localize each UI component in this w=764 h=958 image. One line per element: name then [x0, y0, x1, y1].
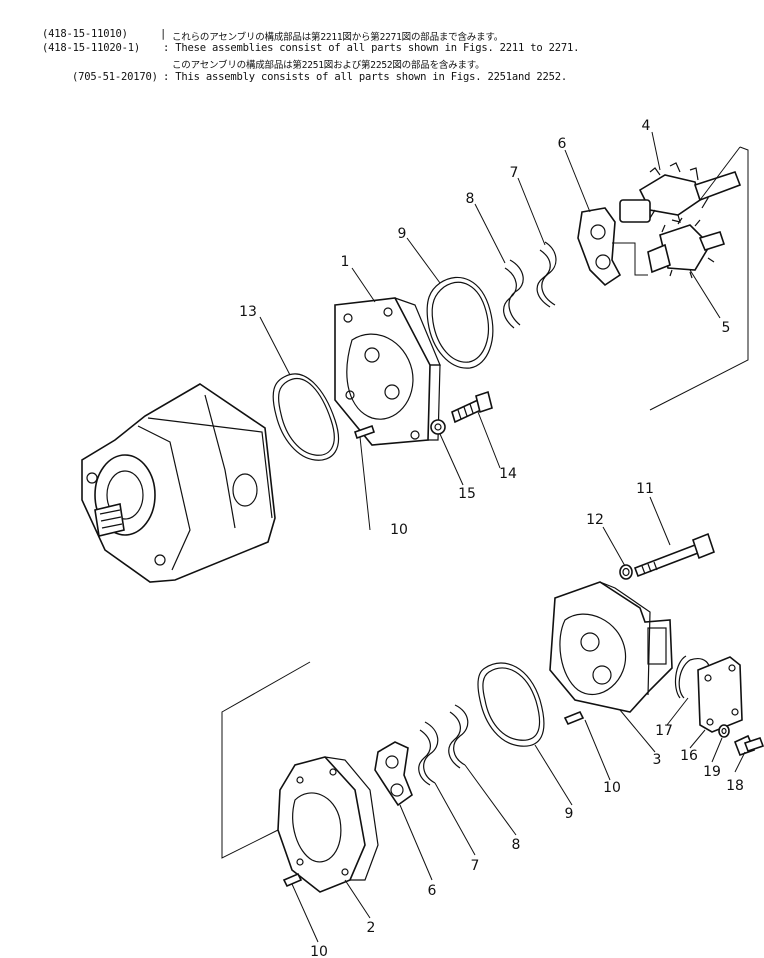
backup-seal-8-upper: [503, 259, 524, 329]
callout-4: 4: [642, 118, 651, 134]
header-en-note-2: : This assembly consists of all parts sh…: [163, 71, 568, 83]
callout-13: 13: [239, 304, 257, 320]
body-plate-2: [277, 756, 379, 893]
bolt-18: [733, 734, 764, 757]
callout-18: 18: [726, 778, 744, 794]
callout-17: 17: [655, 723, 673, 739]
callout-9-lower: 9: [565, 806, 574, 822]
o-ring-9-upper: [426, 276, 494, 369]
header-jp-note-2: このアセンブリの構成部品は第2251図および第2252図の部品を含みます。: [172, 60, 485, 71]
bracket-line-upper: [612, 146, 749, 411]
bolt-14: [451, 390, 493, 424]
callout-19: 19: [703, 764, 721, 780]
callout-8-upper: 8: [466, 191, 475, 207]
pump-body-assembly: [81, 383, 276, 583]
dowel-pin-10-lower-left: [282, 872, 303, 888]
callout-10-lower: 10: [310, 944, 328, 958]
long-bolt-11: [633, 532, 715, 578]
callout-10-upper: 10: [390, 522, 408, 538]
wear-plate-6-lower: [374, 741, 413, 807]
plate-16: [697, 656, 743, 733]
seal-7-lower: [418, 721, 439, 786]
bracket-line-lower: [221, 661, 311, 859]
header-code-3: (705-51-20170): [72, 71, 158, 83]
callout-5: 5: [722, 320, 731, 336]
callout-14: 14: [499, 466, 517, 482]
callout-8-lower: 8: [512, 837, 521, 853]
dowel-pin-10-lower-right: [563, 710, 585, 726]
callout-10-mid: 10: [603, 780, 621, 796]
dowel-pin-10-upper: [353, 424, 376, 440]
callout-9-upper: 9: [398, 226, 407, 242]
callout-numbers: 1 13 9 8 7 6 4 5 14 15 10 11 12 3 10 17 …: [239, 118, 744, 958]
header-code-1: (418-15-11010): [42, 28, 128, 40]
callout-16: 16: [680, 748, 698, 764]
callout-11: 11: [636, 481, 654, 497]
rear-cover-3: [549, 581, 673, 713]
leader-lines: [259, 131, 746, 943]
header-code-2: (418-15-11020-1): [42, 42, 140, 54]
wear-plate-6-upper: [577, 207, 622, 287]
driven-gear-5: [647, 217, 726, 279]
o-ring-9-lower: [477, 662, 545, 747]
header-jp-note-1: これらのアセンブリの構成部品は第2211図から第2271図の部品まで含みます。: [172, 32, 504, 43]
callout-1: 1: [341, 254, 350, 270]
o-ring-13: [272, 373, 340, 461]
callout-6-upper: 6: [558, 136, 567, 152]
backup-seal-8-lower: [448, 704, 469, 769]
cover-plate-1: [334, 297, 441, 446]
seal-7-upper: [536, 241, 557, 308]
callout-6-lower: 6: [428, 883, 437, 899]
drive-gear-4: [619, 162, 742, 223]
callout-15: 15: [458, 486, 476, 502]
callout-7-lower: 7: [471, 858, 480, 874]
callout-3: 3: [653, 752, 662, 768]
washer-15: [430, 419, 446, 435]
header-bracket: |: [160, 28, 167, 40]
washer-12: [619, 564, 633, 580]
callout-2: 2: [367, 920, 376, 936]
washer-19: [718, 724, 730, 738]
callout-12: 12: [586, 512, 604, 528]
header-en-note-1: : These assemblies consist of all parts …: [163, 42, 580, 54]
callout-7-upper: 7: [510, 165, 519, 181]
